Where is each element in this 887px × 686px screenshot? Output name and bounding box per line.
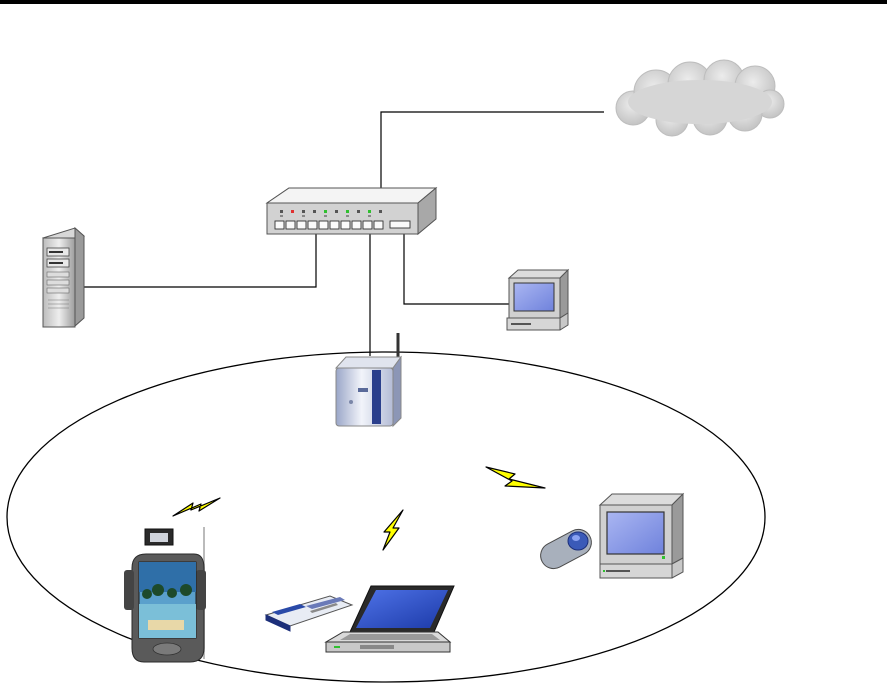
tower-server-icon [43, 228, 84, 327]
desktop-computer-icon [600, 494, 683, 578]
link-switch-server [84, 232, 316, 287]
switch-ports [275, 221, 410, 229]
cloud-icon [616, 60, 784, 136]
link-switch-wired-desktop [404, 232, 509, 304]
desktop-computer-icon [507, 270, 568, 330]
wireless-access-point-icon [336, 333, 401, 426]
pda-handheld-icon [124, 527, 206, 662]
lightning-bolt-icon [383, 510, 403, 550]
pc-card-adapter-icon [266, 596, 352, 631]
laptop-icon [326, 586, 454, 652]
lightning-bolt-icon [486, 467, 545, 488]
usb-wireless-adapter-icon [536, 525, 596, 573]
network-switch-icon [267, 188, 436, 234]
lightning-bolt-icon [173, 498, 220, 516]
top-rule [0, 0, 887, 4]
link-switch-internet [381, 112, 604, 188]
